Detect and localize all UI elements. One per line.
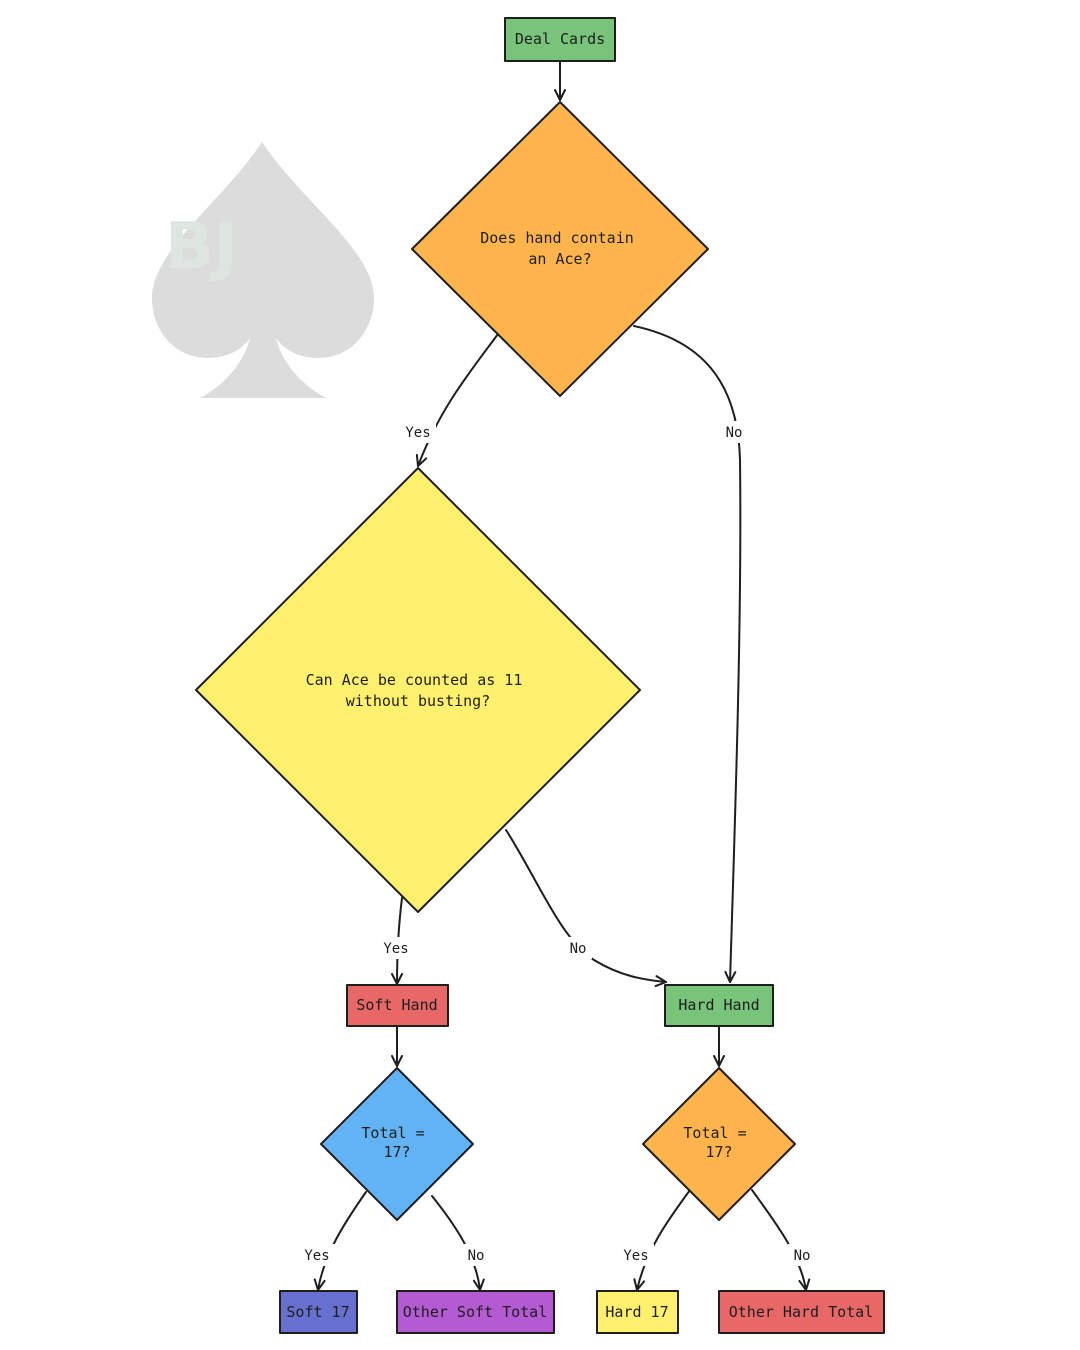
- node-deal-cards-label: Deal Cards: [515, 30, 605, 48]
- node-soft-17[interactable]: Soft 17: [279, 1290, 358, 1334]
- edge-labels: Yes No Yes No Yes No Yes No: [299, 421, 816, 1266]
- edge-label-soft-yes: Yes: [304, 1248, 329, 1264]
- bj-spade-logo: BJ: [152, 142, 374, 398]
- node-hard-hand[interactable]: Hard Hand: [664, 984, 774, 1027]
- edge-hard-yes: [633, 1189, 691, 1291]
- edge-soft-no: [431, 1195, 485, 1291]
- edge-label-eleven-yes: Yes: [383, 941, 408, 957]
- node-has-ace[interactable]: Does hand contain an Ace?: [411, 101, 709, 397]
- node-deal-cards[interactable]: Deal Cards: [504, 17, 616, 62]
- edge-soft-yes: [313, 1191, 367, 1291]
- node-ace-eleven-line1: Can Ace be counted as 11: [306, 671, 523, 689]
- node-hard-17-label: Hard 17: [605, 1303, 668, 1321]
- edge-eleven-no: [505, 829, 667, 988]
- node-other-hard-total-label: Other Hard Total: [729, 1303, 874, 1321]
- node-soft-total-line2: 17?: [383, 1143, 410, 1161]
- node-hard-hand-label: Hard Hand: [678, 996, 759, 1014]
- edge-label-eleven-no: No: [570, 941, 587, 957]
- nodes: Deal Cards Does hand contain an Ace? Can…: [195, 17, 885, 1334]
- edge-label-soft-no: No: [468, 1248, 485, 1264]
- node-hard-total-line2: 17?: [705, 1143, 732, 1161]
- node-soft-17-label: Soft 17: [286, 1303, 349, 1321]
- edge-label-hard-no: No: [794, 1248, 811, 1264]
- node-hard-total[interactable]: Total = 17?: [642, 1067, 796, 1221]
- node-ace-eleven-line2: without busting?: [346, 692, 491, 710]
- node-hard-17[interactable]: Hard 17: [596, 1290, 679, 1334]
- node-hard-total-line1: Total =: [683, 1124, 746, 1142]
- node-soft-total[interactable]: Total = 17?: [320, 1067, 474, 1221]
- edge-label-ace-no: No: [726, 425, 743, 441]
- node-ace-eleven[interactable]: Can Ace be counted as 11 without busting…: [195, 467, 641, 913]
- node-has-ace-line1: Does hand contain: [480, 229, 634, 247]
- node-soft-hand-label: Soft Hand: [356, 996, 437, 1014]
- edge-hard-no: [751, 1189, 811, 1291]
- spade-icon: [152, 142, 374, 398]
- edge-label-hard-yes: Yes: [623, 1248, 648, 1264]
- edge-ace-no: [633, 325, 742, 983]
- node-other-hard-total[interactable]: Other Hard Total: [718, 1290, 885, 1334]
- edge-ace-yes: [415, 333, 499, 467]
- node-has-ace-line2: an Ace?: [528, 250, 591, 268]
- node-other-soft-total-label: Other Soft Total: [403, 1303, 548, 1321]
- node-soft-total-line1: Total =: [361, 1124, 424, 1142]
- node-other-soft-total[interactable]: Other Soft Total: [396, 1290, 555, 1334]
- logo-text: BJ: [165, 210, 238, 284]
- node-soft-hand[interactable]: Soft Hand: [346, 984, 449, 1027]
- edge-label-ace-yes: Yes: [405, 425, 430, 441]
